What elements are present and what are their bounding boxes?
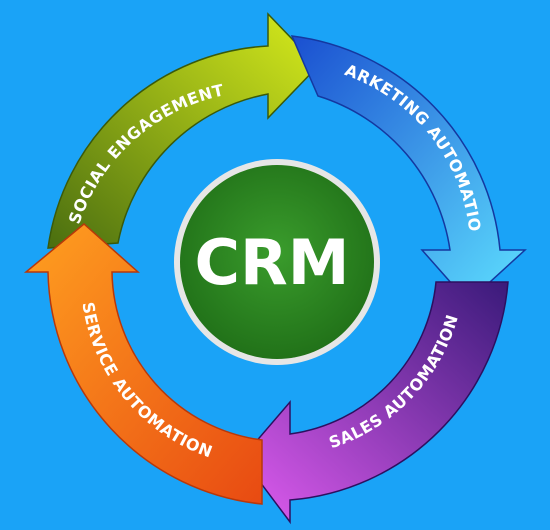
arrow-service-automation [23, 223, 263, 505]
arrow-marketing-automation [290, 35, 527, 304]
center-circle [180, 165, 374, 359]
center-label: CRM [195, 226, 350, 299]
arrow-sales-automation [241, 281, 509, 525]
arrow-social-engagement [47, 12, 320, 249]
